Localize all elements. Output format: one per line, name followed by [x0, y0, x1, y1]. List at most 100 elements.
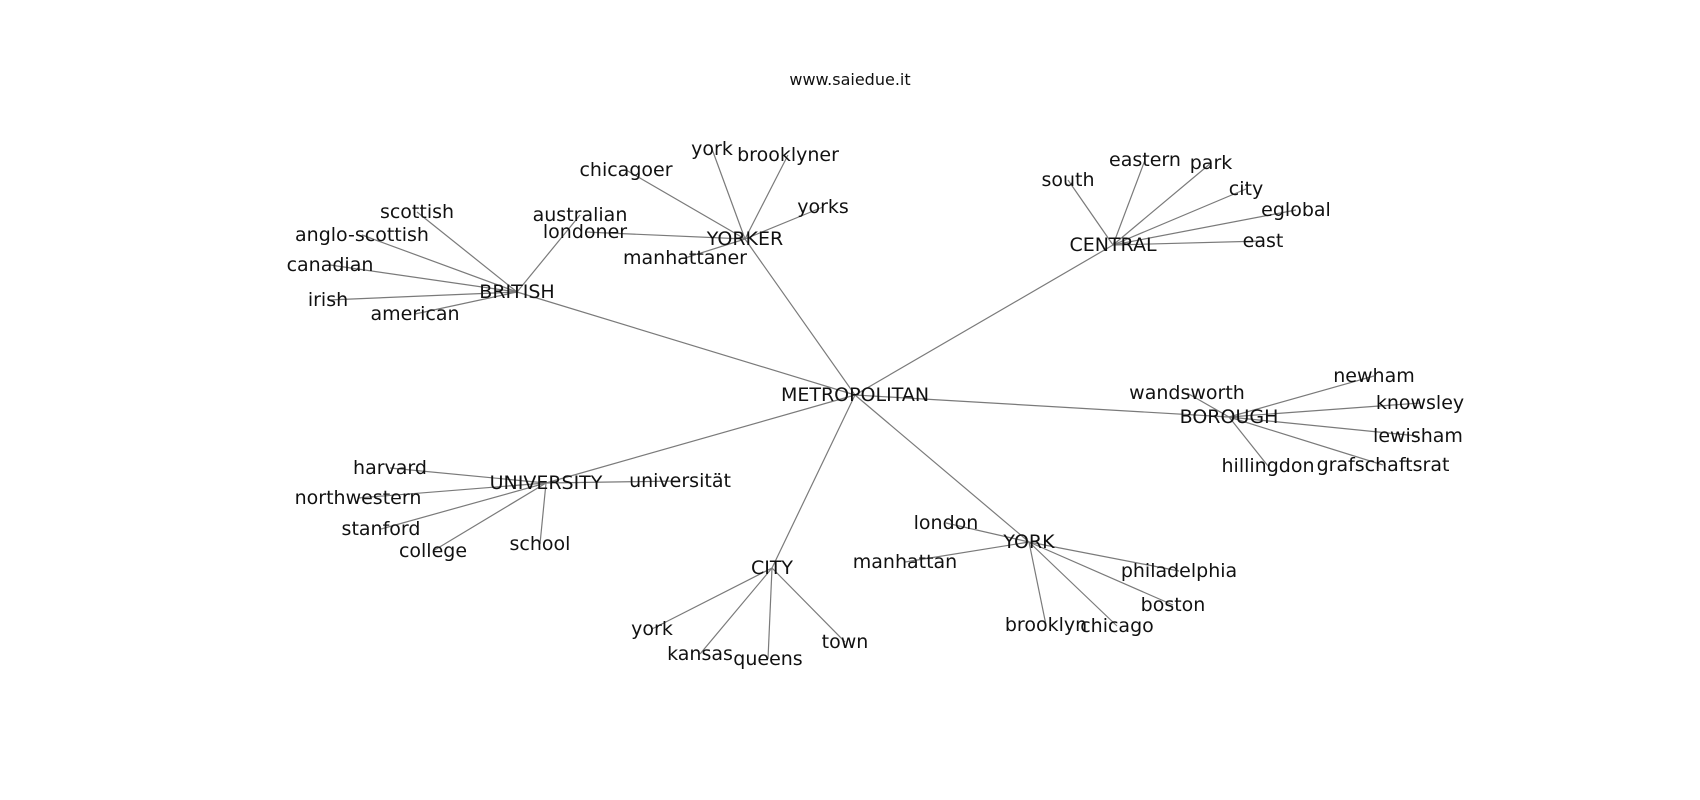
edge-york-boston	[1028, 541, 1174, 606]
node-leaf-australian: australian	[533, 204, 628, 226]
edge-british-american	[414, 291, 518, 315]
edge-british-scottish	[416, 211, 518, 293]
node-leaf-stanford: stanford	[342, 518, 421, 540]
node-hub-york: YORK	[1002, 531, 1055, 553]
node-leaf-brooklyn: brooklyn	[1005, 614, 1087, 636]
node-leaf-eastern: eastern	[1109, 149, 1181, 171]
edge-city-town	[771, 567, 846, 643]
edge-yorker-londoner	[584, 231, 746, 240]
node-leaf-yorks: yorks	[797, 196, 849, 218]
node-leaf-londoner: londoner	[543, 221, 627, 243]
edge-borough-knowsley	[1228, 402, 1421, 418]
node-leaf-wandsworth: wandsworth	[1129, 382, 1245, 404]
edge-york-chicago	[1028, 541, 1118, 627]
edge-university-harvard	[389, 467, 547, 484]
node-leaf-town: town	[822, 631, 869, 653]
edge-city-kansas	[699, 567, 773, 655]
node-hub-university: UNIVERSITY	[490, 472, 603, 494]
node-leaf-brooklyner: brooklyner	[737, 144, 839, 166]
node-leaf-south: south	[1041, 169, 1094, 191]
node-leaf-manhattaner: manhattaner	[623, 247, 747, 269]
node-leaf-city-c: city	[1229, 178, 1263, 200]
edge-yorker-yorks	[744, 206, 824, 240]
edge-central-south	[1067, 179, 1114, 246]
node-leaf-east: east	[1243, 230, 1284, 252]
edge-metropolitan-central	[854, 244, 1114, 396]
edge-university-college	[432, 482, 547, 552]
node-leaf-eglobal: eglobal	[1261, 199, 1331, 221]
edge-york-manhattan	[904, 541, 1030, 563]
node-hub-city: CITY	[751, 557, 793, 579]
edge-central-park	[1112, 162, 1212, 246]
node-leaf-boston: boston	[1141, 594, 1206, 616]
node-hub-british: BRITISH	[479, 281, 554, 303]
edge-university-stanford	[380, 482, 547, 530]
node-hub-borough: BOROUGH	[1180, 406, 1279, 428]
node-leaf-american: american	[370, 303, 459, 325]
edge-yorker-manhattaner	[684, 238, 746, 259]
edge-borough-lewisham	[1228, 416, 1419, 437]
node-leaf-irish: irish	[308, 289, 348, 311]
edge-university-universitat	[545, 480, 681, 484]
edge-borough-hillingdon	[1228, 416, 1269, 467]
node-leaf-chicago: chicago	[1080, 615, 1154, 637]
node-leaf-chicagoer: chicagoer	[579, 159, 672, 181]
edge-borough-newham	[1228, 375, 1375, 418]
edge-city-queens	[767, 567, 773, 660]
edge-yorker-york-y	[711, 148, 746, 240]
edge-york-brooklyn	[1028, 541, 1047, 626]
edge-metropolitan-city	[771, 394, 856, 569]
edge-metropolitan-university	[545, 394, 856, 484]
node-leaf-anglo-scottish: anglo-scottish	[295, 224, 429, 246]
edge-british-anglo-scottish	[361, 234, 518, 293]
edge-metropolitan-british	[516, 291, 856, 396]
node-leaf-northwestern: northwestern	[295, 487, 422, 509]
edge-metropolitan-yorker	[744, 238, 856, 396]
edge-central-eastern	[1112, 159, 1146, 246]
edge-university-school	[539, 482, 547, 545]
node-leaf-newham: newham	[1333, 365, 1414, 387]
edge-university-northwestern	[357, 482, 547, 499]
node-leaf-queens: queens	[733, 648, 802, 670]
node-root-metropolitan: METROPOLITAN	[781, 384, 929, 406]
node-leaf-york-c: york	[631, 618, 673, 640]
node-leaf-london: london	[914, 512, 979, 534]
node-hub-central: CENTRAL	[1069, 234, 1157, 256]
edge-central-east	[1112, 240, 1264, 246]
node-leaf-philadelphia: philadelphia	[1121, 560, 1237, 582]
edge-metropolitan-york	[854, 394, 1030, 543]
edge-city-york-c	[651, 567, 773, 630]
site-title: www.saiedue.it	[789, 70, 911, 89]
node-leaf-harvard: harvard	[353, 457, 427, 479]
edge-central-city-c	[1112, 188, 1247, 246]
edge-british-australian	[516, 214, 581, 293]
node-leaf-knowsley: knowsley	[1376, 392, 1464, 414]
labels-layer: METROPOLITAN BRITISH scottishanglo-scottis…	[287, 138, 1465, 670]
edge-central-eglobal	[1112, 209, 1297, 246]
node-leaf-york-y: york	[691, 138, 733, 160]
node-leaf-lewisham: lewisham	[1373, 425, 1463, 447]
node-leaf-canadian: canadian	[287, 254, 374, 276]
edges-layer	[327, 148, 1421, 660]
node-leaf-scottish: scottish	[380, 201, 454, 223]
edge-borough-grafschaftsrat	[1228, 416, 1384, 466]
node-leaf-park: park	[1190, 152, 1233, 174]
node-leaf-universitat: universität	[629, 470, 731, 492]
node-leaf-kansas: kansas	[667, 643, 733, 665]
node-leaf-manhattan: manhattan	[853, 551, 957, 573]
edge-yorker-brooklyner	[744, 154, 789, 240]
edge-metropolitan-borough	[854, 394, 1230, 418]
node-leaf-grafschaftsrat: grafschaftsrat	[1317, 454, 1450, 476]
node-leaf-college: college	[399, 540, 467, 562]
node-leaf-school: school	[510, 533, 571, 555]
node-leaf-hillingdon: hillingdon	[1222, 455, 1315, 477]
edge-yorker-chicagoer	[625, 169, 746, 240]
edge-british-canadian	[329, 264, 518, 293]
edge-borough-wandsworth	[1186, 392, 1230, 418]
edge-york-london	[945, 522, 1030, 543]
edge-british-irish	[327, 291, 518, 301]
edge-york-philadelphia	[1028, 541, 1180, 572]
node-hub-yorker: YORKER	[706, 228, 783, 250]
